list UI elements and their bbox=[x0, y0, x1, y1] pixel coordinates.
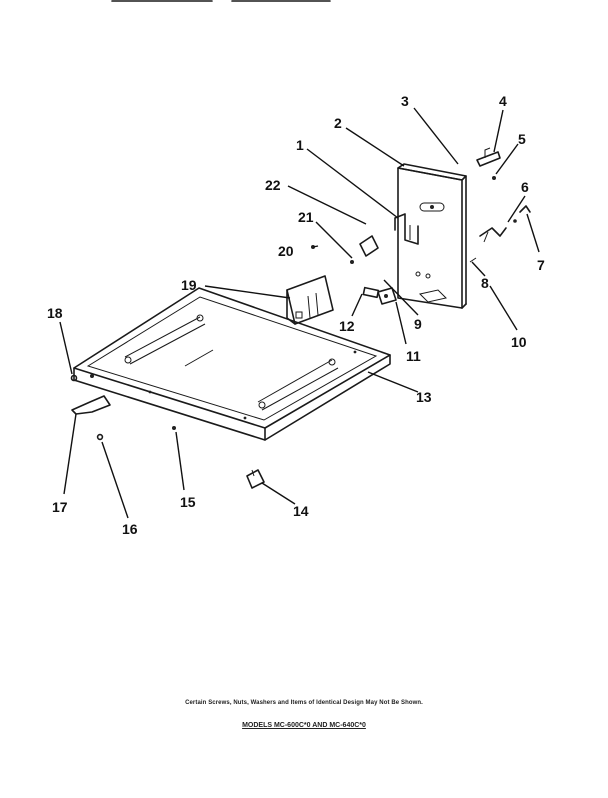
small-connector-parts bbox=[362, 286, 397, 305]
models-text: MODELS MC-600C*0 AND MC-640C*0 bbox=[242, 722, 366, 729]
label-15: 15 bbox=[180, 494, 196, 510]
label-2: 2 bbox=[334, 115, 342, 131]
label-10: 10 bbox=[511, 334, 527, 350]
label-11: 11 bbox=[406, 348, 421, 364]
label-19: 19 bbox=[181, 277, 197, 293]
upright-bracket bbox=[286, 275, 334, 325]
label-14: 14 bbox=[293, 503, 309, 519]
side-panel bbox=[397, 163, 467, 309]
label-5: 5 bbox=[518, 131, 526, 147]
label-9: 9 bbox=[414, 316, 422, 332]
footnote-text: Certain Screws, Nuts, Washers and Items … bbox=[185, 700, 423, 706]
label-17: 17 bbox=[52, 499, 68, 515]
hinge-hardware bbox=[469, 147, 531, 263]
label-7: 7 bbox=[537, 257, 545, 273]
leader-lines bbox=[59, 107, 540, 519]
callout-labels: 1 2 3 4 5 6 7 8 9 10 11 12 13 14 15 16 1… bbox=[47, 93, 545, 537]
label-13: 13 bbox=[416, 389, 432, 405]
label-1: 1 bbox=[296, 137, 304, 153]
label-16: 16 bbox=[122, 521, 138, 537]
base-plate bbox=[73, 287, 391, 441]
label-20: 20 bbox=[278, 243, 294, 259]
label-4: 4 bbox=[499, 93, 507, 109]
label-6: 6 bbox=[521, 179, 529, 195]
label-8: 8 bbox=[481, 275, 489, 291]
label-22: 22 bbox=[265, 177, 281, 193]
label-3: 3 bbox=[401, 93, 409, 109]
label-18: 18 bbox=[47, 305, 63, 321]
models-caption: MODELS MC-600C*0 AND MC-640C*0 bbox=[0, 722, 608, 729]
panel-bracket bbox=[394, 213, 419, 245]
label-21: 21 bbox=[298, 209, 314, 225]
label-12: 12 bbox=[339, 318, 355, 334]
misc-small-parts bbox=[70, 374, 265, 489]
